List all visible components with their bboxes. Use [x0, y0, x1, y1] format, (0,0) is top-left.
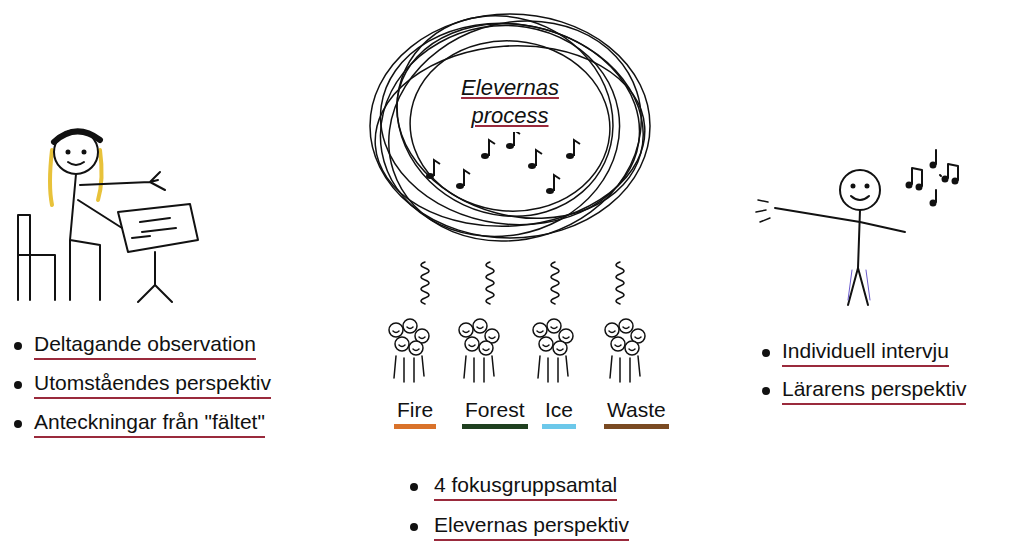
music-notes [907, 150, 959, 206]
group-label: Fire [394, 398, 436, 429]
teacher-figure [756, 170, 905, 305]
face-group [459, 319, 499, 382]
bullet-dots [14, 342, 770, 531]
student-groups [389, 319, 645, 382]
bullet-text: Deltagande observation [34, 332, 256, 360]
face-group [389, 319, 429, 382]
group-label: Waste [604, 398, 669, 429]
bullet-text: Lärarens perspektiv [782, 377, 966, 405]
cloud-title: Elevernas process [441, 72, 579, 132]
squiggle-lines [421, 262, 624, 304]
bullet-text: Utomståendes perspektiv [34, 371, 271, 399]
face-group [533, 319, 573, 382]
process-cloud: Elevernas process [360, 6, 660, 246]
group-label: Forest [462, 398, 528, 429]
face-group [605, 319, 645, 382]
bullet-text: Elevernas perspektiv [434, 513, 629, 541]
bullet-text: 4 fokusgruppsamtal [434, 473, 617, 501]
bullet-text: Anteckningar från "fältet" [34, 410, 265, 438]
observer-figure [18, 130, 198, 302]
bullet-text: Individuell intervju [782, 339, 949, 367]
group-label: Ice [542, 398, 576, 429]
